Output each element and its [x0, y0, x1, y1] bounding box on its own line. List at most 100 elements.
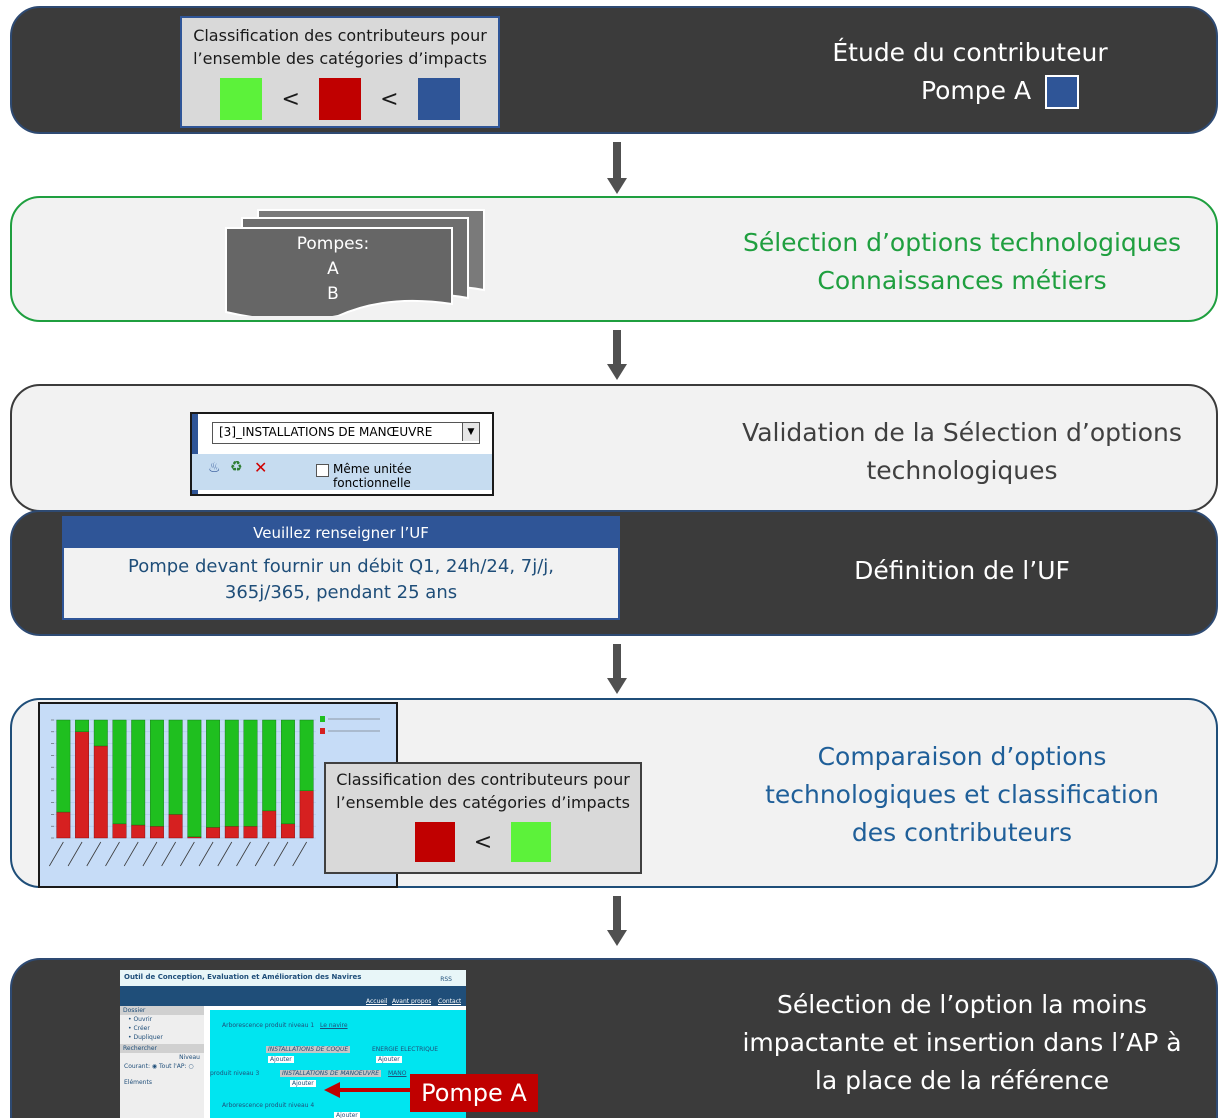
same-unit-label: Même unitée fonctionnelle: [333, 462, 412, 490]
sidebar-item-ouvrir[interactable]: • Ouvrir: [128, 1016, 153, 1023]
x-category-label: [161, 841, 176, 867]
uf-definition: Pompe devant fournir un débit Q1, 24h/24…: [64, 548, 618, 606]
sidebar-niveau: Niveau: [179, 1054, 200, 1061]
arbo-level-4: Arborescence produit niveau 4: [222, 1102, 315, 1109]
step-6-title-line-3: la place de la référence: [814, 1066, 1110, 1095]
ajouter-button[interactable]: Ajouter: [290, 1080, 316, 1087]
bar-segment-green: [75, 719, 90, 733]
close-icon[interactable]: ✕: [254, 458, 268, 477]
x-category-label: [180, 841, 195, 867]
step-2-title-line-2: Connaissances métiers: [817, 266, 1107, 295]
bar-segment-red: [280, 823, 295, 839]
tool-sidebar: Dossier • Ouvrir • Créer • Dupliquer Rec…: [120, 1006, 204, 1118]
item-manoeuvre: INSTALLATIONS DE MANOEUVRE: [280, 1070, 382, 1077]
rss-link[interactable]: RSS: [440, 976, 452, 983]
item-energie: ENERGIE ELECTRIQUE: [372, 1046, 438, 1053]
option-dropdown[interactable]: [3]_INSTALLATIONS DE MANŒUVRE ▼: [212, 422, 480, 444]
green-square: [511, 822, 552, 862]
arbo-level-1-link[interactable]: Le navire: [320, 1022, 348, 1029]
step-6-title-line-1: Sélection de l’option la moins: [777, 990, 1147, 1019]
tool-title-bar: Outil de Conception, Evaluation et Améli…: [120, 970, 466, 986]
sidebar-item-creer[interactable]: • Créer: [128, 1025, 150, 1032]
nav-avant-propos[interactable]: Avant propos: [392, 998, 432, 1005]
legend-swatch-red: [320, 728, 325, 734]
arbo-level-3: produit niveau 3: [210, 1070, 260, 1077]
ajouter-button[interactable]: Ajouter: [376, 1056, 402, 1063]
step-4-title: Définition de l’UF: [854, 556, 1070, 585]
bar-segment-green: [262, 719, 277, 812]
classification-line-2: l’ensemble des catégories d’impacts: [193, 49, 487, 68]
less-than-sign: <: [473, 829, 493, 855]
x-category-label: [123, 841, 139, 867]
classification-box-2: Classification des contributeurs pour l’…: [324, 762, 642, 874]
x-category-label: [142, 841, 158, 867]
bar-segment-red: [131, 824, 146, 839]
x-category-label: [49, 841, 64, 867]
tool-screenshot: Outil de Conception, Evaluation et Améli…: [120, 970, 466, 1118]
dropdown-value: [3]_INSTALLATIONS DE MANŒUVRE: [219, 425, 433, 439]
bar-segment-green: [112, 719, 127, 825]
widget-bottom-bar: [192, 454, 492, 490]
recycle-bin-icon[interactable]: ♻: [230, 459, 243, 475]
pompe-a-callout: Pompe A: [410, 1074, 538, 1112]
document-text: Pompes: A B: [278, 232, 388, 307]
bar-segment-green: [56, 719, 71, 813]
document-stack-icon: [225, 209, 485, 316]
bar-segment-red: [224, 825, 239, 839]
bar-segment-green: [299, 719, 314, 792]
x-category-label: [105, 841, 120, 867]
less-than-sign: <: [380, 86, 399, 112]
x-category-label: [67, 841, 83, 867]
bar-segment-red: [112, 823, 127, 839]
uf-panel: Veuillez renseigner l’UF Pompe devant fo…: [62, 516, 620, 620]
x-category-label: [236, 841, 251, 867]
x-category-label: [254, 841, 270, 867]
sidebar-courant[interactable]: Courant: ◉ Tout l'AP: ○: [124, 1063, 194, 1070]
step-2-panel: Pompes: A B Sélection d’options technolo…: [10, 196, 1218, 322]
x-category-label: [273, 841, 289, 867]
step-1-title-line-2: Pompe A: [920, 76, 1032, 105]
step-6-title-line-2: impactante et insertion dans l’AP à: [742, 1028, 1182, 1057]
red-square: [414, 822, 455, 862]
bar-segment-red: [75, 731, 90, 839]
step-5-panel: Classification des contributeurs pour l’…: [10, 698, 1218, 888]
nav-accueil[interactable]: Accueil: [366, 998, 388, 1005]
arbo-level-1: Arborescence produit niveau 1: [222, 1022, 315, 1029]
tool-nav-bar: Accueil Avant propos Contact: [120, 986, 466, 1006]
step-5-title: Comparaison d’options technologiques et …: [712, 738, 1212, 852]
step-6-title: Sélection de l’option la moins impactant…: [712, 986, 1212, 1100]
step-4-panel: Veuillez renseigner l’UF Pompe devant fo…: [10, 510, 1218, 636]
step-3-title: Validation de la Sélection d’options tec…: [712, 414, 1212, 490]
step-1-panel: Classification des contributeurs pour l’…: [10, 6, 1218, 134]
bar-segment-green: [187, 719, 202, 838]
step-3-title-line-2: technologiques: [866, 456, 1058, 485]
sidebar-item-dupliquer[interactable]: • Dupliquer: [128, 1034, 163, 1041]
chevron-down-icon[interactable]: ▼: [462, 423, 479, 441]
classification-line-2: l’ensemble des catégories d’impacts: [336, 793, 630, 812]
nav-contact[interactable]: Contact: [438, 998, 462, 1005]
ajouter-button[interactable]: Ajouter: [268, 1056, 294, 1063]
tool-main: Arborescence produit niveau 1 Le navire …: [210, 1010, 466, 1118]
step-1-title-line-1: Étude du contributeur: [832, 38, 1108, 67]
x-category-label: [217, 841, 233, 867]
bar-segment-red: [56, 811, 71, 839]
sidebar-dossier: Dossier: [120, 1006, 204, 1015]
red-square: [319, 78, 361, 120]
bar-segment-red: [262, 810, 277, 839]
pump-icon[interactable]: ♨: [208, 460, 221, 476]
bar-segment-red: [206, 827, 221, 839]
blue-square: [417, 78, 460, 120]
bar-segment-green: [206, 719, 221, 828]
document-line-3: B: [327, 284, 339, 304]
comparison-chart-frame: [38, 702, 398, 888]
step-5-title-line-2: technologiques et classification: [765, 780, 1159, 809]
bar-segment-green: [168, 719, 183, 815]
uf-panel-header: Veuillez renseigner l’UF: [64, 518, 618, 548]
document-line-2: A: [327, 259, 339, 279]
sidebar-elements: Eléments: [124, 1079, 152, 1086]
bar-segment-red: [93, 745, 108, 839]
same-unit-checkbox[interactable]: [316, 464, 329, 477]
bar-segment-red: [299, 790, 314, 839]
ajouter-button[interactable]: Ajouter: [334, 1112, 360, 1118]
bar-segment-green: [93, 719, 108, 747]
